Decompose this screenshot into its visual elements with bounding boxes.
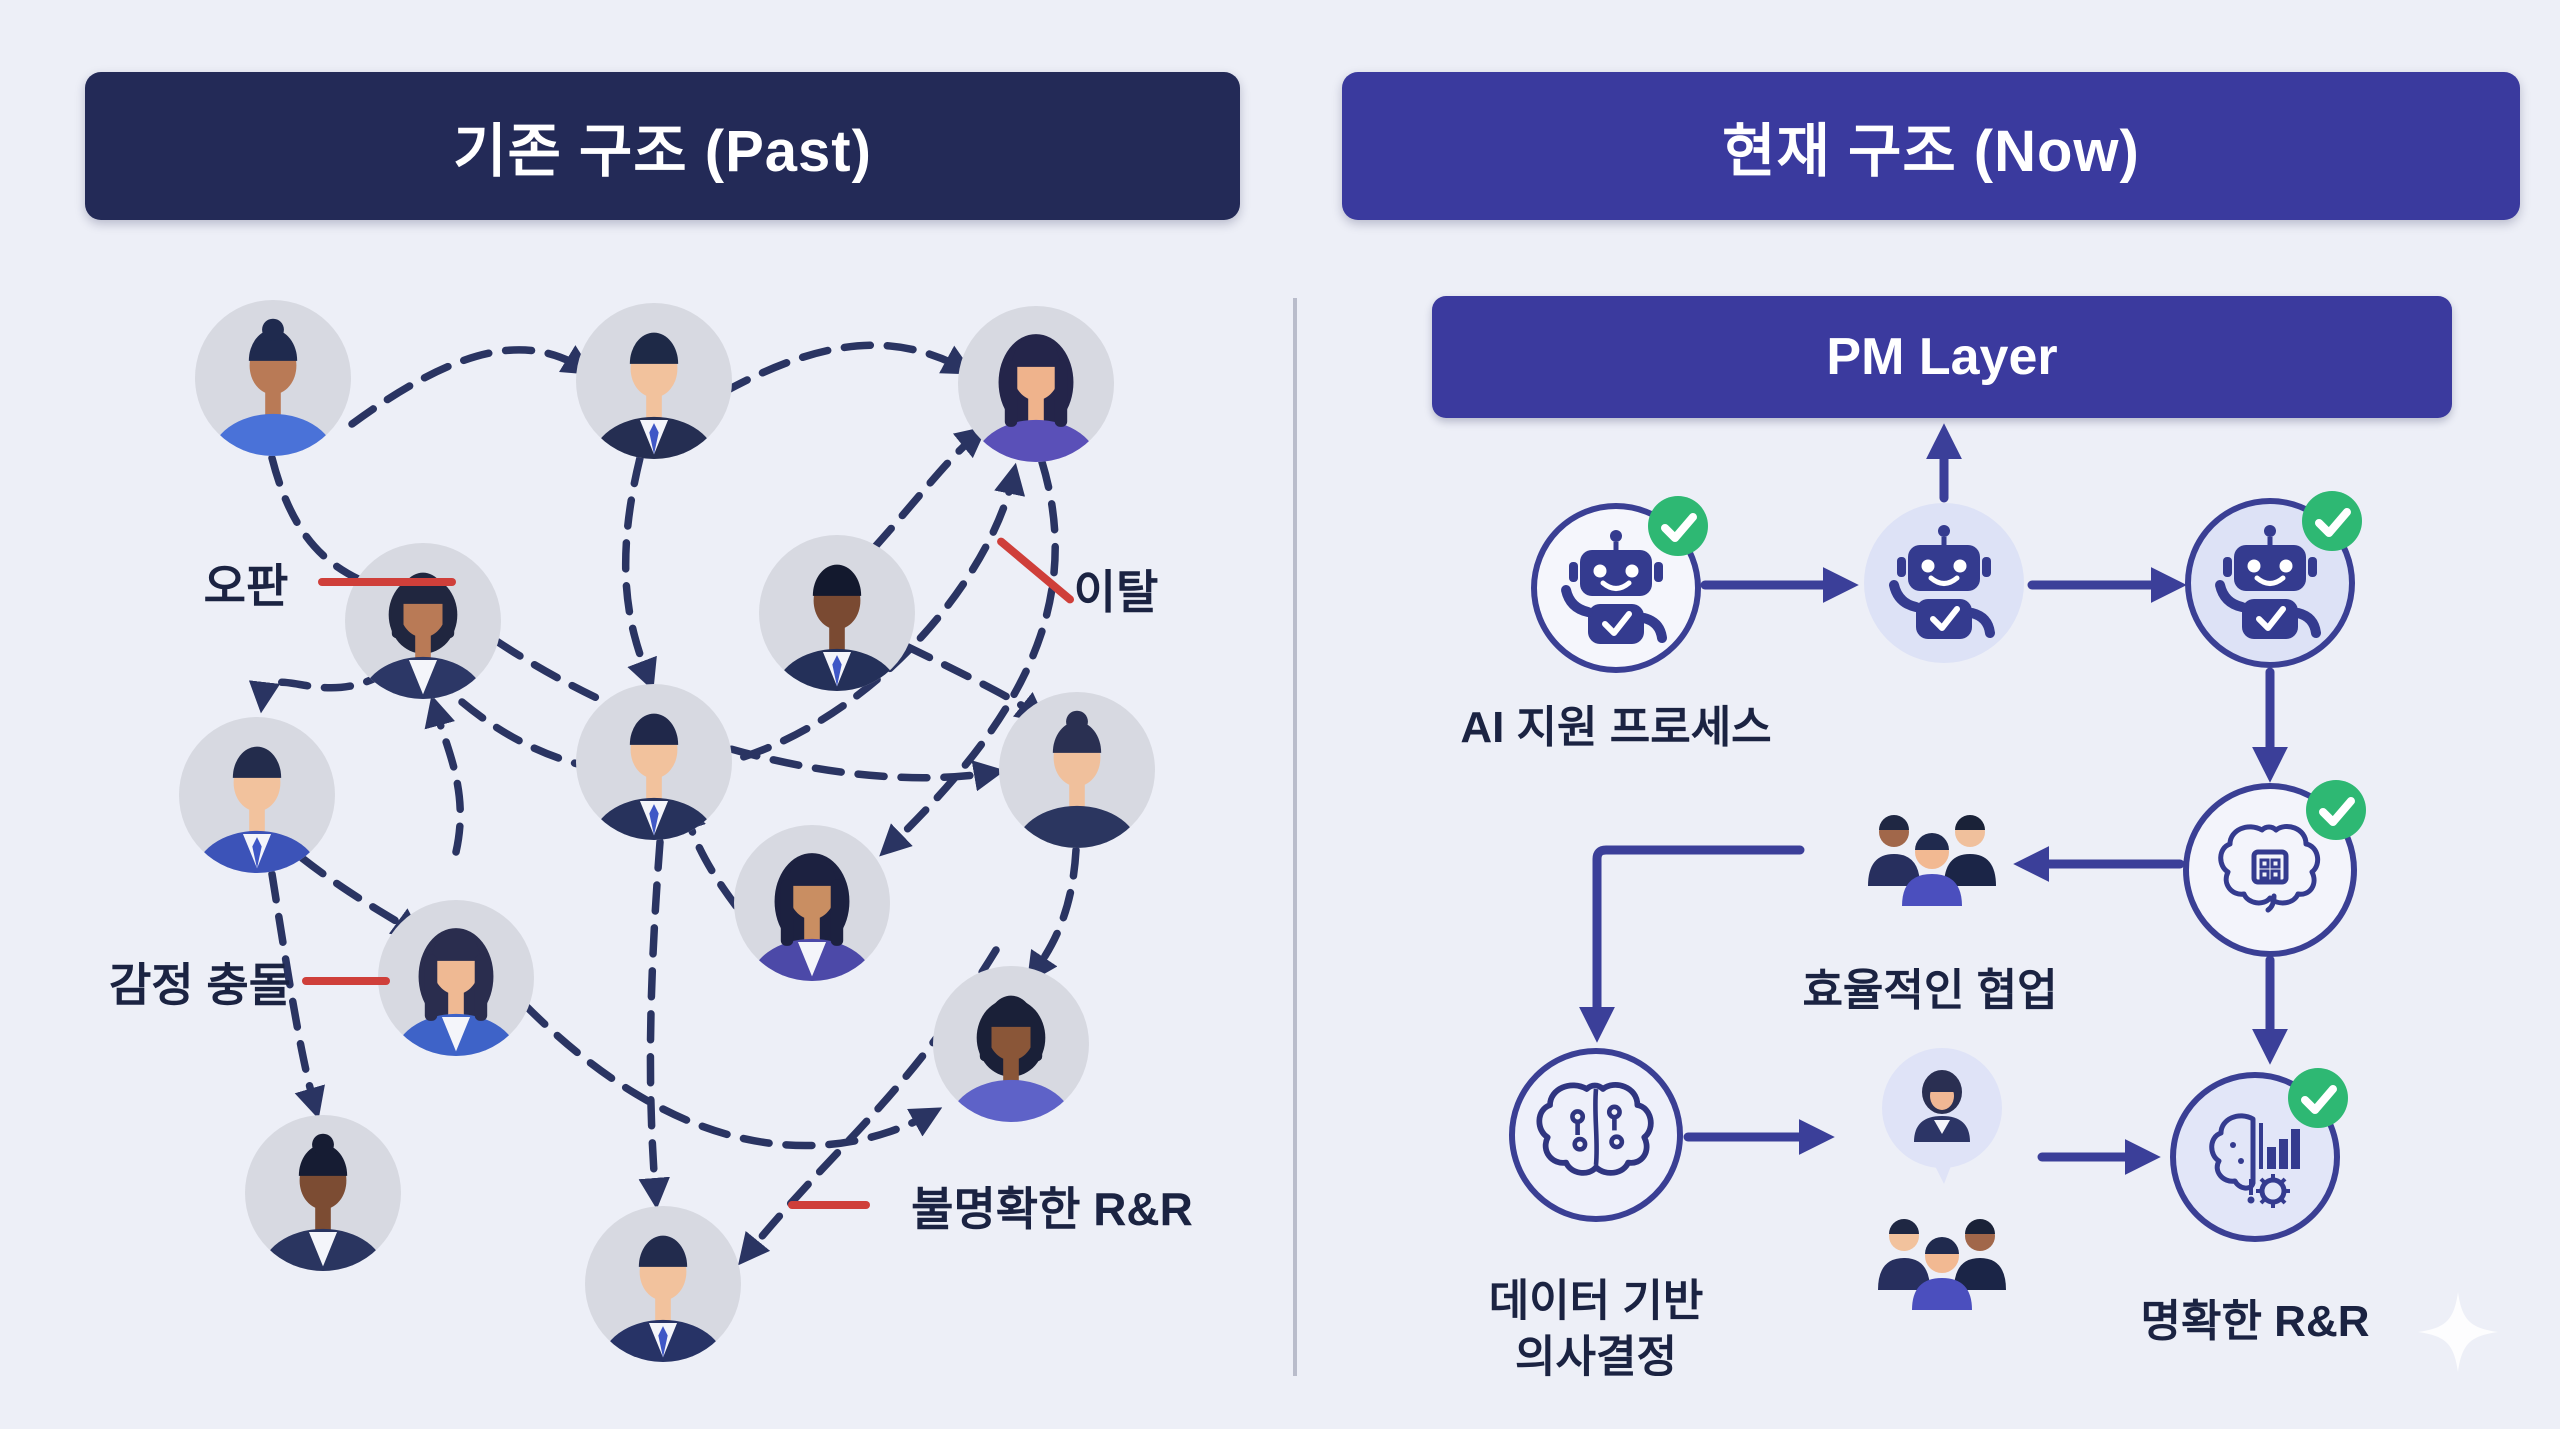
- brain-chip-icon: [2218, 824, 2321, 913]
- flow-arrows: [1579, 423, 2288, 1175]
- annotation-line-unclear-rr: [788, 1201, 870, 1209]
- annotation-emotional-conflict: 감정 충돌: [108, 959, 292, 1011]
- step-robot-middle: [1864, 503, 2024, 663]
- team-icon: [1878, 1219, 2006, 1310]
- dashed-arrow: [494, 638, 1006, 792]
- person-avatar: [378, 900, 534, 1056]
- dashed-arrow: [622, 454, 657, 691]
- person-icon: [1944, 815, 1996, 886]
- dashed-arrow: [248, 666, 394, 714]
- pm-layer-box: PM Layer: [1432, 296, 2452, 418]
- chaotic-connections: [248, 341, 1080, 1266]
- person-avatar: [933, 966, 1089, 1122]
- check-icon: [2288, 1068, 2348, 1128]
- now-header-title: 현재 구조 (Now): [1722, 119, 2140, 184]
- dashed-arrow: [522, 1002, 943, 1150]
- check-icon: [1648, 496, 1708, 556]
- person-avatar: [999, 692, 1155, 848]
- annotation-line-misjudgment: [318, 578, 456, 586]
- now-header: 현재 구조 (Now): [1342, 72, 2520, 220]
- person-avatar: [734, 825, 890, 981]
- step-data-decision: [1509, 1048, 1683, 1222]
- presenter-icon: [1882, 1048, 2002, 1184]
- person-avatar: [195, 300, 351, 456]
- person-icon: [1912, 1237, 1972, 1310]
- person-icon: [1902, 833, 1962, 906]
- sparkle-icon: [2418, 1292, 2498, 1372]
- dashed-arrow: [458, 462, 1026, 777]
- past-header: 기존 구조 (Past): [85, 72, 1240, 220]
- person-avatar: [576, 684, 732, 840]
- robot-icon: [2215, 525, 2321, 639]
- person-avatar: [245, 1115, 401, 1271]
- label-data-decision: 데이터 기반 의사결정: [1489, 1274, 1704, 1387]
- person-icon: [1868, 815, 1920, 886]
- pm-layer-label: PM Layer: [1826, 328, 2058, 386]
- label-data-decision-line1: 데이터 기반: [1488, 1276, 1704, 1326]
- label-data-decision-line2: 의사결정: [1515, 1333, 1677, 1382]
- person-avatar: [179, 717, 335, 873]
- team-icon: [1868, 815, 1996, 906]
- person-avatar: [585, 1206, 741, 1362]
- presenter-audience: [1878, 1219, 2006, 1310]
- check-icon: [2306, 780, 2366, 840]
- dashed-arrow: [638, 838, 670, 1210]
- dashed-arrow: [870, 426, 988, 552]
- annotation-misjudgment: 오판: [203, 560, 289, 612]
- past-header-title: 기존 구조 (Past): [453, 119, 872, 184]
- robot-icon: [1889, 525, 1995, 639]
- annotation-unclear-rr: 불명확한 R&R: [911, 1183, 1193, 1235]
- person-avatar: [958, 306, 1114, 462]
- step-presenter: [1882, 1048, 2002, 1184]
- dashed-arrow: [720, 341, 975, 396]
- dashed-arrow: [1026, 846, 1080, 984]
- person-avatar: [759, 535, 915, 691]
- brain-chart-gear-icon: [2209, 1113, 2300, 1208]
- flow-elbow-arrow: [1579, 845, 1805, 1043]
- dashed-arrow: [879, 458, 1059, 857]
- dashed-arrow: [348, 345, 595, 428]
- label-ai-process: AI 지원 프로세스: [1460, 703, 1772, 752]
- annotation-departure: 이탈: [1073, 566, 1159, 618]
- check-icon: [2302, 491, 2362, 551]
- robot-icon: [1561, 530, 1667, 644]
- person-icon: [1878, 1219, 1930, 1290]
- person-icon: [1954, 1219, 2006, 1290]
- brain-circuit-icon: [1536, 1082, 1654, 1176]
- dashed-arrow: [268, 870, 325, 1120]
- step-collaboration: [1868, 815, 1996, 906]
- label-collaboration: 효율적인 협업: [1802, 966, 2058, 1015]
- annotation-line-emotional-conflict: [302, 977, 390, 985]
- panel-divider: [1293, 298, 1297, 1376]
- dashed-arrow: [424, 694, 464, 856]
- person-avatar: [576, 303, 732, 459]
- label-clear-rr: 명확한 R&R: [2140, 1297, 2370, 1346]
